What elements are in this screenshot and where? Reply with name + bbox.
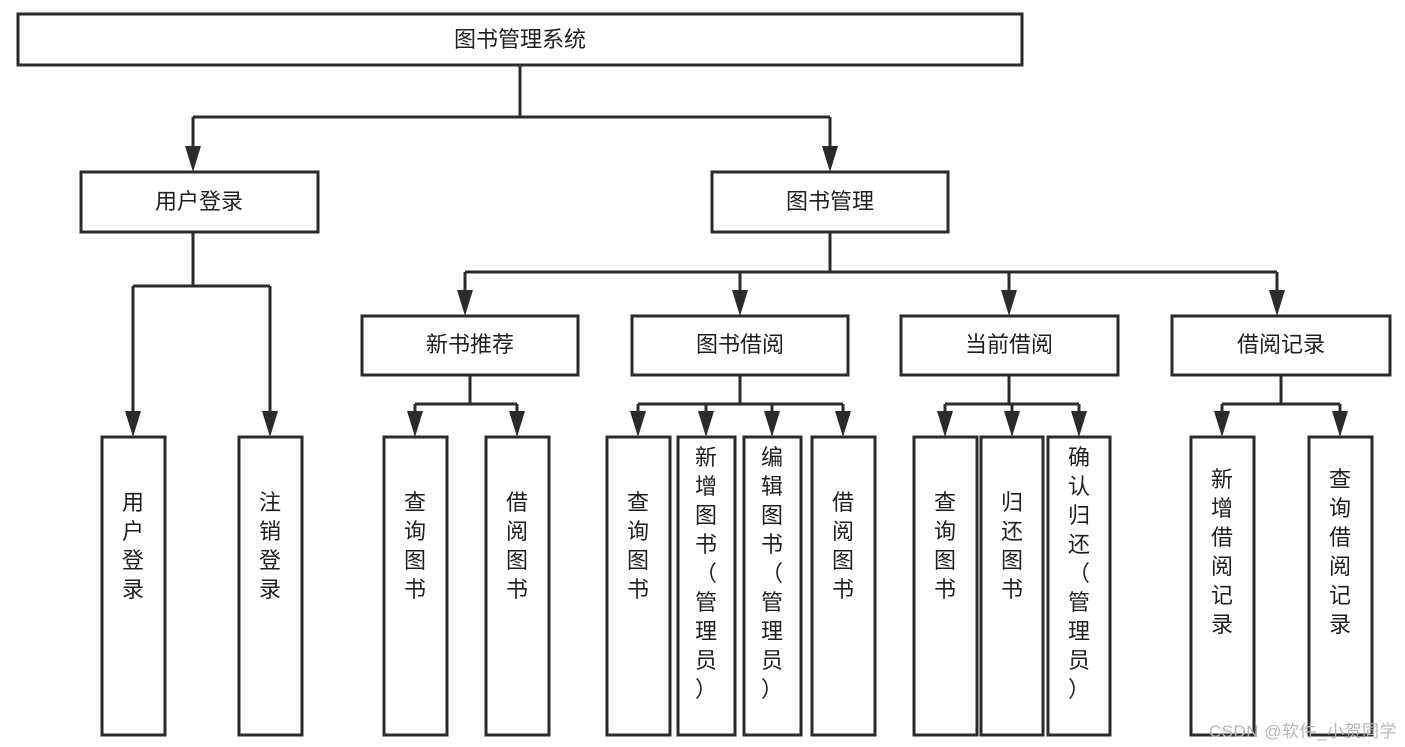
leaf-user-login-login[interactable]: 用户登录: [100, 435, 167, 737]
leaf-label-query-book: 查询图书: [404, 490, 426, 602]
arrow-head-icon: [732, 290, 748, 316]
arrow-head-icon: [630, 411, 646, 437]
leaf-book-borrow-add[interactable]: 新增图书（管理员）: [676, 435, 737, 737]
node-box-rect: [676, 435, 737, 737]
leaf-label-user-login: 用户登录: [122, 490, 144, 602]
node-box-rect: [710, 170, 950, 234]
node-box-rect: [16, 12, 1024, 67]
leaf-label-query-book: 查询图书: [627, 490, 649, 602]
leaf-user-login-logout[interactable]: 注销登录: [237, 435, 304, 737]
node-box-rect: [382, 435, 449, 737]
arrow-head-icon: [1071, 411, 1087, 437]
node-box-rect: [79, 170, 320, 234]
arrow-head-icon: [1214, 411, 1230, 437]
leaf-label-return-book: 归还图书: [1001, 490, 1023, 602]
arrow-head-icon: [937, 411, 953, 437]
node-box-rect: [237, 435, 304, 737]
leaf-current-borrow-return[interactable]: 归还图书: [979, 435, 1045, 737]
node-label-book-borrow: 图书借阅: [696, 332, 784, 357]
leaf-book-borrow-edit[interactable]: 编辑图书（管理员）: [742, 435, 803, 737]
edges-layer: [125, 65, 1348, 437]
leaf-label-query-book: 查询图书: [934, 490, 956, 602]
node-label-user-login: 用户登录: [155, 189, 243, 214]
node-borrow-record[interactable]: 借阅记录: [1170, 314, 1392, 377]
node-new-book-recommend[interactable]: 新书推荐: [360, 314, 580, 377]
arrow-head-icon: [185, 146, 201, 172]
leaf-borrow-record-query[interactable]: 查询借阅记录: [1307, 435, 1374, 737]
node-box-rect: [630, 314, 850, 377]
node-box-rect: [810, 435, 877, 737]
leaf-current-borrow-confirm[interactable]: 确认归还（管理员）: [1046, 435, 1112, 737]
node-box-rect: [360, 314, 580, 377]
node-current-borrow[interactable]: 当前借阅: [899, 314, 1120, 377]
arrow-head-icon: [1269, 290, 1285, 316]
arrow-head-icon: [1004, 411, 1020, 437]
leaf-label-borrow-book: 借阅图书: [506, 490, 528, 602]
node-label-current-borrow: 当前借阅: [965, 332, 1053, 357]
arrow-head-icon: [698, 411, 714, 437]
node-box-rect: [742, 435, 803, 737]
leaf-label-query-borrow-record: 查询借阅记录: [1329, 467, 1351, 637]
csdn-watermark: CSDN @软件_小贺同学: [1208, 722, 1397, 741]
node-label-book-management: 图书管理: [786, 189, 874, 214]
node-box-rect: [605, 435, 672, 737]
node-book-borrow[interactable]: 图书借阅: [630, 314, 850, 377]
node-label-new-book-recommend: 新书推荐: [426, 332, 514, 357]
leaf-label-add-borrow-record: 新增借阅记录: [1211, 467, 1233, 637]
node-box-rect: [979, 435, 1045, 737]
arrow-head-icon: [1001, 290, 1017, 316]
node-box-rect: [100, 435, 167, 737]
arrow-head-icon: [125, 411, 141, 437]
arrow-head-icon: [262, 411, 278, 437]
arrow-head-icon: [457, 290, 473, 316]
leaf-book-borrow-query[interactable]: 查询图书: [605, 435, 672, 737]
leaf-current-borrow-query[interactable]: 查询图书: [912, 435, 979, 737]
node-box-rect: [912, 435, 979, 737]
node-book-management[interactable]: 图书管理: [710, 170, 950, 234]
leaf-book-borrow-borrow[interactable]: 借阅图书: [810, 435, 877, 737]
leaf-label-add-book-admin: 新增图书（管理员）: [695, 445, 717, 702]
arrow-head-icon: [822, 146, 838, 172]
leaf-borrow-record-add[interactable]: 新增借阅记录: [1189, 435, 1256, 737]
leaf-label-edit-book-admin: 编辑图书（管理员）: [761, 445, 783, 702]
node-label-root: 图书管理系统: [454, 27, 586, 52]
arrow-head-icon: [509, 411, 525, 437]
leaf-label-borrow-book: 借阅图书: [832, 490, 854, 602]
node-box-rect: [899, 314, 1120, 377]
arrow-head-icon: [764, 411, 780, 437]
node-box-rect: [1170, 314, 1392, 377]
node-label-borrow-record: 借阅记录: [1237, 332, 1325, 357]
node-box-rect: [1189, 435, 1256, 737]
arrow-head-icon: [1332, 411, 1348, 437]
node-box-rect: [1307, 435, 1374, 737]
node-box-rect: [484, 435, 551, 737]
node-root-book-management-system[interactable]: 图书管理系统: [16, 12, 1024, 67]
leaf-new-book-query[interactable]: 查询图书: [382, 435, 449, 737]
leaf-label-logout: 注销登录: [259, 490, 281, 602]
arrow-head-icon: [407, 411, 423, 437]
arrow-head-icon: [835, 411, 851, 437]
leaf-new-book-borrow[interactable]: 借阅图书: [484, 435, 551, 737]
leaf-label-confirm-return-admin: 确认归还（管理员）: [1068, 445, 1090, 702]
node-box-rect: [1046, 435, 1112, 737]
node-user-login[interactable]: 用户登录: [79, 170, 320, 234]
